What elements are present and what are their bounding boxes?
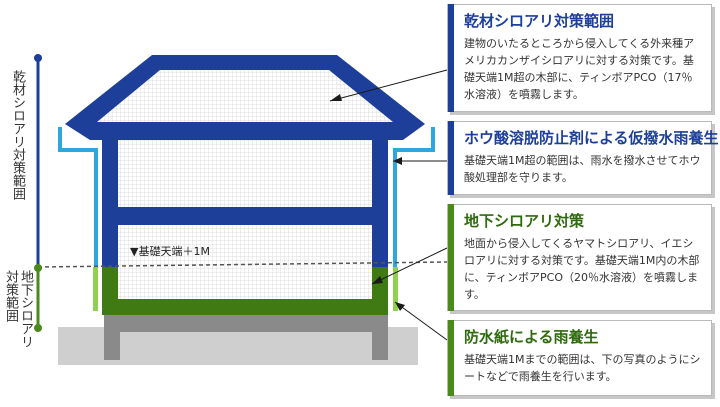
leader-roof-arrow	[330, 94, 342, 101]
callout-water-repellent: ホウ酸溶脱防止剤による仮撥水雨養生 基礎天端1M超の範囲は、雨水を撥水させてホウ…	[447, 121, 719, 195]
leader-cyan-arrow	[393, 157, 402, 165]
range-bar-mid-dot	[34, 264, 42, 272]
callout-title: 防水紙による雨養生	[464, 328, 599, 346]
range-bar-top-dot	[34, 54, 42, 62]
callout-title: 地下シロアリ対策	[464, 212, 585, 230]
callout-waterproof-paper: 防水紙による雨養生 基礎天端1Mまでの範囲は、下の写真のようにシートなどで雨養生…	[447, 320, 712, 396]
callout-text: 基礎天端1Mまでの範囲は、下の写真のようにシートなどで雨養生を行います。	[464, 353, 701, 383]
cyan-wrap-right	[393, 127, 435, 267]
callout-text: 地面から侵入してくるヤマトシロアリ、イエシロアリに対する対策です。基礎天端1M内…	[464, 237, 700, 301]
cyan-wrap-left	[58, 127, 98, 267]
sill-beam	[102, 299, 388, 315]
green-wrap-right	[393, 267, 398, 311]
leader-roof	[329, 69, 448, 102]
one-meter-line	[37, 261, 449, 268]
callout-text: 基礎天端1M超の範囲は、雨水を撥水させてホウ酸処理部を守ります。	[464, 154, 701, 184]
roof-interior-mesh	[97, 70, 393, 122]
wall-interior-mesh	[110, 140, 380, 315]
leader-waterproof	[394, 301, 448, 341]
upper-range-label: 乾材シロアリ対策範囲	[10, 70, 25, 200]
callout-subterranean-termite: 地下シロアリ対策 地面から侵入してくるヤマトシロアリ、イエシロアリに対する対策で…	[447, 204, 712, 311]
floor-beam	[102, 207, 388, 225]
wall-left-upper	[102, 140, 118, 267]
callout-drywood-termite: 乾材シロアリ対策範囲 建物のいたるところから侵入してくる外来種アメリカカンザイシ…	[447, 4, 712, 112]
leader-underground	[371, 247, 448, 285]
foundation	[104, 315, 388, 360]
leader-underground-arrow	[372, 276, 383, 284]
callout-title: ホウ酸溶脱防止剤による仮撥水雨養生	[464, 129, 719, 147]
green-wrap-left	[93, 267, 98, 311]
wall-right-upper	[372, 140, 388, 267]
leader-waterproof-arrow	[395, 302, 405, 311]
callout-text: 建物のいたるところから侵入してくる外来種アメリカカンザイシロアリに対する対策です…	[464, 37, 695, 101]
lower-range-label: 地下シロアリ 対策範囲	[3, 270, 33, 348]
height-mark-label: ▼基礎天端＋1M	[130, 245, 210, 258]
range-bar-bottom-dot	[34, 324, 42, 332]
callout-title: 乾材シロアリ対策範囲	[464, 12, 615, 30]
